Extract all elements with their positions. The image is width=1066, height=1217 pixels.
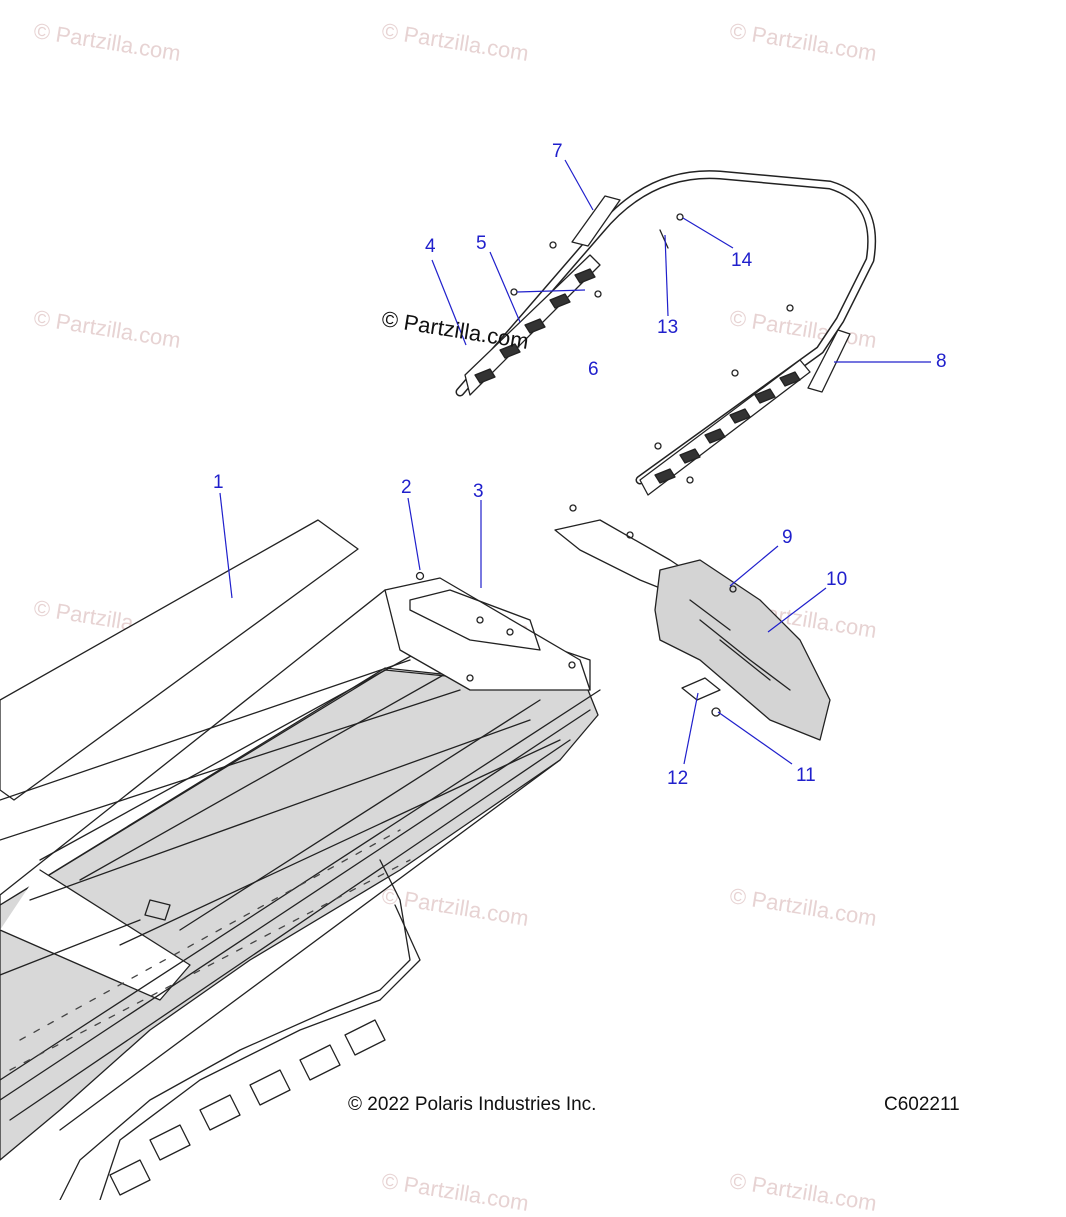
rear-mount-plate — [384, 577, 591, 691]
leader-9 — [729, 545, 779, 587]
badge-8 — [807, 329, 851, 393]
plate-12 — [681, 677, 721, 701]
callout-12: 12 — [667, 768, 689, 789]
callout-2: 2 — [401, 477, 412, 498]
callout-3: 3 — [473, 481, 484, 502]
callout-11: 11 — [796, 765, 816, 786]
callout-14: 14 — [731, 250, 753, 271]
callout-5: 5 — [476, 233, 487, 254]
rear-mesh-frame — [59, 859, 411, 1200]
callout-6: 6 — [588, 359, 599, 380]
callout-9: 9 — [782, 527, 793, 548]
leader-12 — [683, 692, 699, 765]
callout-7: 7 — [552, 141, 563, 162]
leader-7 — [564, 159, 594, 211]
tunnel-inner-panel — [0, 869, 191, 1001]
copyright-text: © 2022 Polaris Industries Inc. — [348, 1094, 597, 1115]
callout-10: 10 — [826, 569, 848, 590]
badge-7 — [571, 195, 621, 247]
figure-code: C602211 — [884, 1094, 960, 1115]
leader-6 — [516, 289, 586, 293]
callout-4: 4 — [425, 236, 436, 257]
leader-11 — [717, 711, 793, 765]
leader-1 — [219, 492, 233, 599]
leader-5 — [489, 251, 521, 323]
fastener-2 — [415, 571, 425, 581]
leader-4 — [431, 259, 467, 346]
callout-1: 1 — [213, 472, 224, 493]
snow-flap — [654, 559, 831, 741]
callout-8: 8 — [936, 351, 947, 372]
leader-13 — [664, 234, 669, 317]
decal-strip — [0, 519, 359, 801]
callout-13: 13 — [657, 317, 679, 338]
leader-10 — [767, 587, 827, 633]
leader-2 — [407, 497, 421, 571]
leader-14 — [682, 217, 734, 249]
